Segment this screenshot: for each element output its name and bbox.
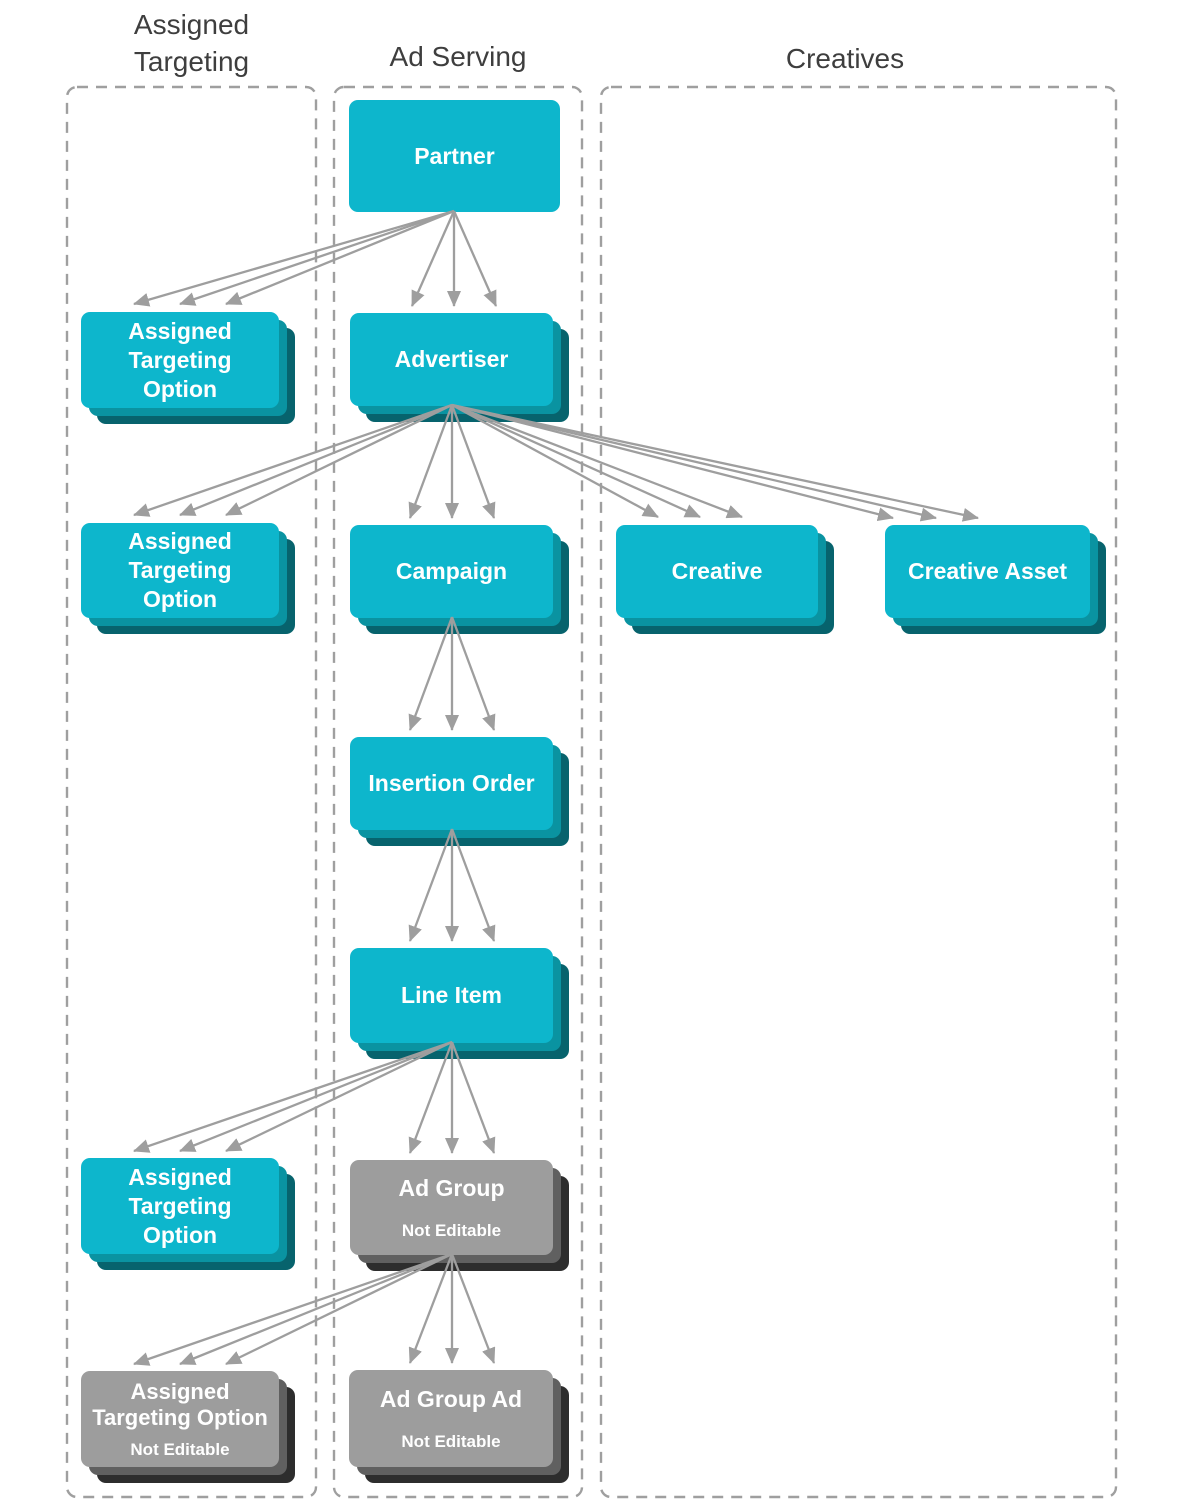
- column-header-label: Assigned Targeting: [133, 9, 250, 77]
- node-ad-group-ad: Ad Group Ad Not Editable: [349, 1370, 569, 1483]
- node-sublabel-not-editable: Not Editable: [130, 1439, 230, 1459]
- node-line-item: Line Item: [350, 948, 569, 1059]
- node-box: Advertiser: [350, 313, 553, 406]
- node-assigned-targeting-option-advertiser: Assigned Targeting Option: [81, 523, 295, 634]
- node-box: Assigned Targeting Option: [81, 312, 279, 408]
- node-advertiser: Advertiser: [350, 313, 569, 422]
- column-header-label: Creatives: [785, 43, 905, 74]
- node-label: Assigned Targeting Option: [92, 1378, 268, 1430]
- node-label: Advertiser: [394, 346, 509, 372]
- node-box: Ad Group Ad Not Editable: [349, 1370, 553, 1467]
- edge-partner-to-ato_partner: [225, 209, 455, 306]
- node-label: Partner: [414, 142, 495, 169]
- node-box: Insertion Order: [350, 737, 553, 830]
- node-label: Creative Asset: [908, 558, 1067, 584]
- node-label: Campaign: [395, 558, 508, 584]
- node-box: Assigned Targeting Option: [81, 1158, 279, 1254]
- node-box: Line Item: [350, 948, 553, 1043]
- column-header-ad-serving: Ad Serving: [333, 38, 583, 75]
- node-box: Campaign: [350, 525, 553, 618]
- edge-partner-to-ato_partner: [133, 209, 455, 307]
- node-label: Insertion Order: [368, 770, 535, 796]
- node-assigned-targeting-option-line-item: Assigned Targeting Option: [81, 1158, 295, 1270]
- column-border-creatives: [599, 85, 1118, 1499]
- node-creative-asset: Creative Asset: [885, 525, 1106, 634]
- node-assigned-targeting-option-ad-group: Assigned Targeting Option Not Editable: [81, 1371, 295, 1483]
- edge-partner-to-ato_partner: [179, 209, 455, 306]
- node-insertion-order: Insertion Order: [350, 737, 569, 846]
- node-label: Assigned Targeting Option: [128, 317, 232, 402]
- node-partner: Partner: [349, 100, 560, 212]
- node-campaign: Campaign: [350, 525, 569, 634]
- column-header-label: Ad Serving: [389, 41, 527, 72]
- node-label: Creative: [671, 558, 763, 584]
- column-header-creatives: Creatives: [600, 40, 1090, 77]
- node-assigned-targeting-option-partner: Assigned Targeting Option: [81, 312, 295, 424]
- node-box: Ad Group Not Editable: [350, 1160, 553, 1255]
- node-box: Assigned Targeting Option: [81, 523, 279, 618]
- node-sublabel-not-editable: Not Editable: [401, 1432, 501, 1451]
- node-creative: Creative: [616, 525, 834, 634]
- column-header-assigned-targeting: Assigned Targeting: [66, 6, 317, 80]
- column-border-assigned-targeting: [65, 85, 318, 1499]
- node-label: Assigned Targeting Option: [128, 528, 232, 612]
- edge-partner-to-advertiser: [452, 210, 498, 307]
- node-box: Assigned Targeting Option Not Editable: [81, 1371, 279, 1467]
- node-box: Creative: [616, 525, 818, 618]
- node-label: Ad Group Ad: [379, 1386, 523, 1412]
- node-ad-group: Ad Group Not Editable: [350, 1160, 569, 1271]
- node-label: Line Item: [401, 982, 502, 1008]
- node-box: Creative Asset: [885, 525, 1090, 618]
- node-label: Ad Group: [398, 1175, 505, 1201]
- node-sublabel-not-editable: Not Editable: [401, 1221, 502, 1240]
- edge-partner-to-advertiser: [410, 210, 456, 307]
- node-box: Partner: [349, 100, 560, 212]
- node-label: Assigned Targeting Option: [128, 1163, 232, 1248]
